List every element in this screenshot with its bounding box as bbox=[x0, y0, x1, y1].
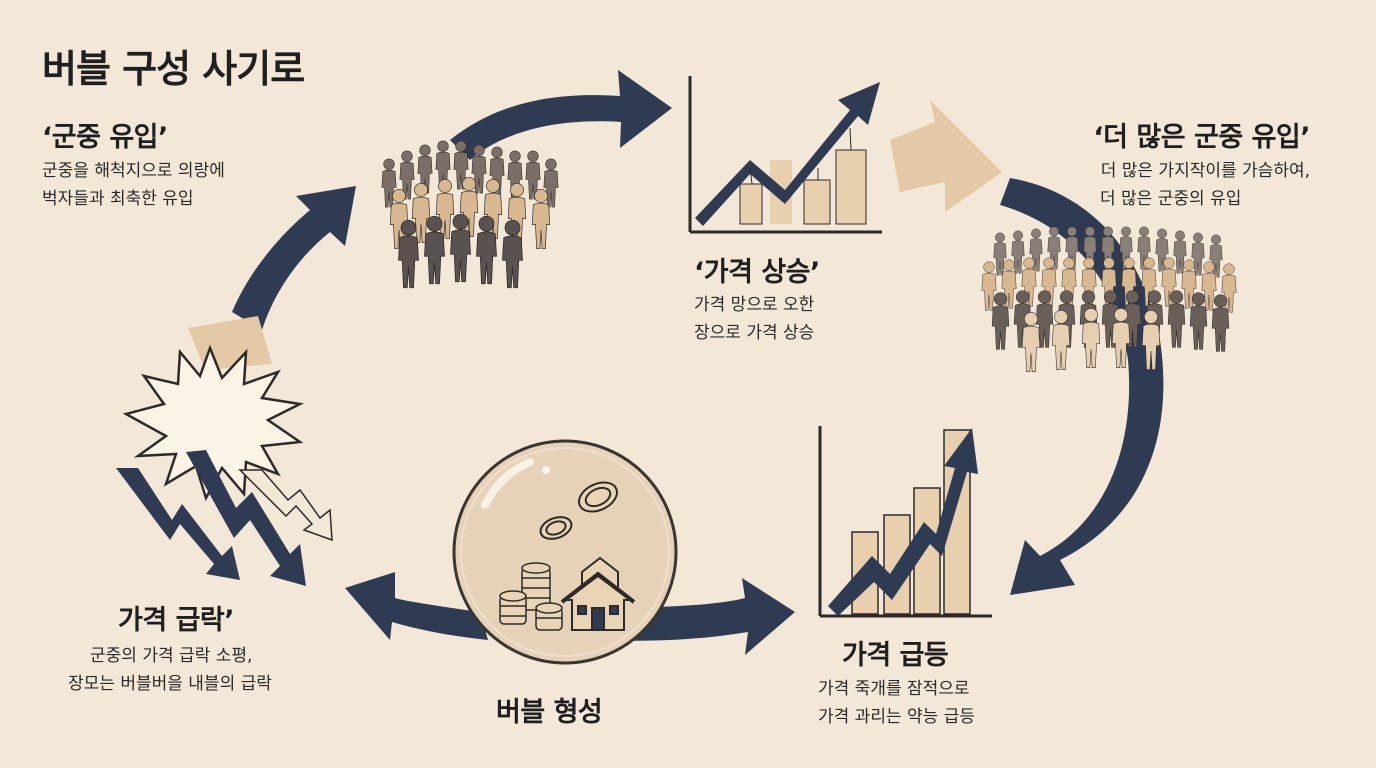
arrow-to-crowd-beige bbox=[188, 316, 272, 370]
stage-price-surge-heading: 가격 급등 bbox=[842, 640, 949, 671]
stage-price-rise-line-1: 가격 망으로 오한 bbox=[694, 295, 815, 315]
crash-burst-icon bbox=[116, 344, 333, 586]
stage-crowd-inflow-heading: ‘군중 유입’ bbox=[42, 122, 168, 153]
arrow-to-more-crowd-beige bbox=[890, 100, 1002, 212]
arrow-to-price-rise bbox=[450, 70, 672, 160]
arrow-bottom-left bbox=[345, 572, 488, 640]
stage-more-crowd-heading: ‘더 많은 군중 유입’ bbox=[1093, 122, 1310, 153]
bar-chart-icon bbox=[818, 426, 992, 618]
large-crowd-icon bbox=[981, 226, 1237, 373]
stage-more-crowd-line-1: 더 많은 가지작이를 가슴하여, bbox=[1100, 161, 1310, 181]
rising-chart-icon bbox=[688, 76, 882, 234]
stage-bubble-heading: 버블 형성 bbox=[496, 697, 603, 728]
stage-more-crowd-line-2: 더 많은 군중의 유입 bbox=[1100, 189, 1242, 209]
stage-crash-line-1: 군중의 가격 급락 소평, bbox=[90, 646, 253, 666]
stage-price-rise-line-2: 장으로 가격 상승 bbox=[694, 323, 815, 343]
stage-crowd-inflow-line-2: 벅자들과 최축한 유입 bbox=[42, 189, 194, 209]
stage-crash-line-2: 장모는 버블버을 내블의 급락 bbox=[68, 674, 272, 694]
stage-price-surge-line-1: 가격 죽개를 잠적으로 bbox=[818, 679, 970, 699]
arrow-bottom-right bbox=[600, 578, 795, 655]
page-title: 버블 구성 사기로 bbox=[42, 47, 305, 91]
crowd-icon bbox=[381, 140, 559, 289]
stage-crowd-inflow-line-1: 군중을 해척지으로 의랑에 bbox=[42, 161, 225, 181]
stage-price-rise-heading: ‘가격 상승’ bbox=[694, 257, 820, 288]
stage-price-surge-line-2: 가격 과리는 약능 급등 bbox=[818, 707, 975, 727]
stage-crash-heading: 가격 급락’ bbox=[118, 605, 235, 636]
arrow-to-crowd bbox=[232, 186, 356, 330]
bubble-icon bbox=[452, 439, 678, 665]
